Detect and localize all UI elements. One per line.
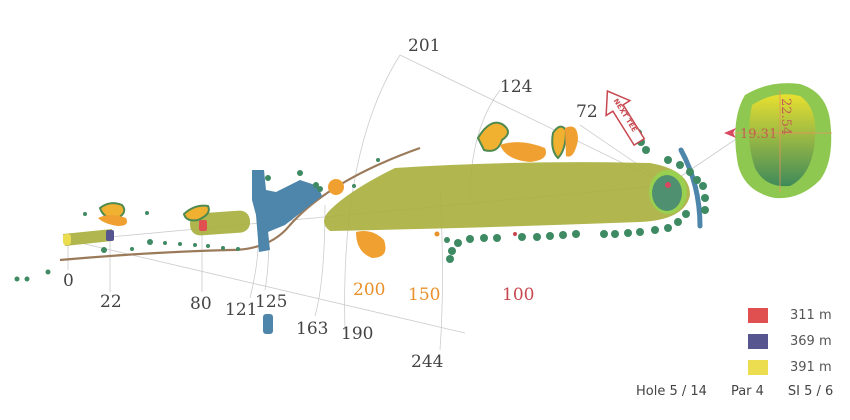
distance-labels: 0 22 80 121 125 163 190 244 201 124 72 2… bbox=[63, 36, 598, 372]
legend-item: 311 m bbox=[748, 302, 832, 328]
marker-label-100: 100 bbox=[502, 285, 534, 305]
pin-icon bbox=[665, 182, 671, 188]
water-hazard bbox=[252, 147, 703, 334]
hole-stroke-index: SI 5 / 6 bbox=[787, 384, 834, 399]
legend-item: 369 m bbox=[748, 328, 832, 354]
hole-number: Hole 5 / 14 bbox=[636, 384, 707, 399]
sand-traps bbox=[98, 126, 578, 258]
marker-label-200: 200 bbox=[353, 280, 385, 300]
legend-label: 311 m bbox=[790, 307, 832, 323]
dist-163: 163 bbox=[296, 319, 328, 339]
dist-244: 244 bbox=[411, 352, 443, 372]
legend-label: 369 m bbox=[790, 333, 832, 349]
dist-72: 72 bbox=[576, 102, 598, 122]
dist-125: 125 bbox=[255, 292, 287, 312]
tee-311 bbox=[199, 220, 207, 231]
dist-201: 201 bbox=[408, 36, 440, 56]
dist-22: 22 bbox=[100, 292, 122, 312]
dist-80: 80 bbox=[190, 294, 212, 314]
green-detail: 19.31 22.54 bbox=[724, 83, 832, 199]
dist-124: 124 bbox=[500, 77, 532, 97]
legend-item: 391 m bbox=[748, 354, 832, 380]
legend-swatch-blue bbox=[748, 333, 768, 349]
dist-121: 121 bbox=[225, 300, 257, 320]
legend-label: 391 m bbox=[790, 359, 832, 375]
dist-190: 190 bbox=[341, 324, 373, 344]
hole-par: Par 4 bbox=[730, 384, 764, 399]
dist-0: 0 bbox=[63, 271, 74, 291]
green-width: 19.31 bbox=[740, 127, 777, 142]
fairway bbox=[63, 162, 690, 246]
hole-info: Hole 5 / 14 Par 4 SI 5 / 6 bbox=[636, 384, 833, 399]
marker-150 bbox=[434, 231, 440, 237]
marker-100 bbox=[513, 232, 517, 236]
tee-391 bbox=[63, 234, 71, 245]
tee-369 bbox=[106, 230, 114, 241]
green-core bbox=[652, 175, 682, 211]
legend-swatch-red bbox=[748, 307, 768, 323]
green-depth: 22.54 bbox=[778, 98, 793, 135]
legend-swatch-yellow bbox=[748, 359, 768, 375]
next-tee-arrow[interactable]: NEXT TEE bbox=[596, 84, 652, 150]
tee-legend: 311 m 369 m 391 m bbox=[748, 302, 832, 380]
marker-label-150: 150 bbox=[408, 285, 440, 305]
bunkers bbox=[98, 121, 568, 222]
